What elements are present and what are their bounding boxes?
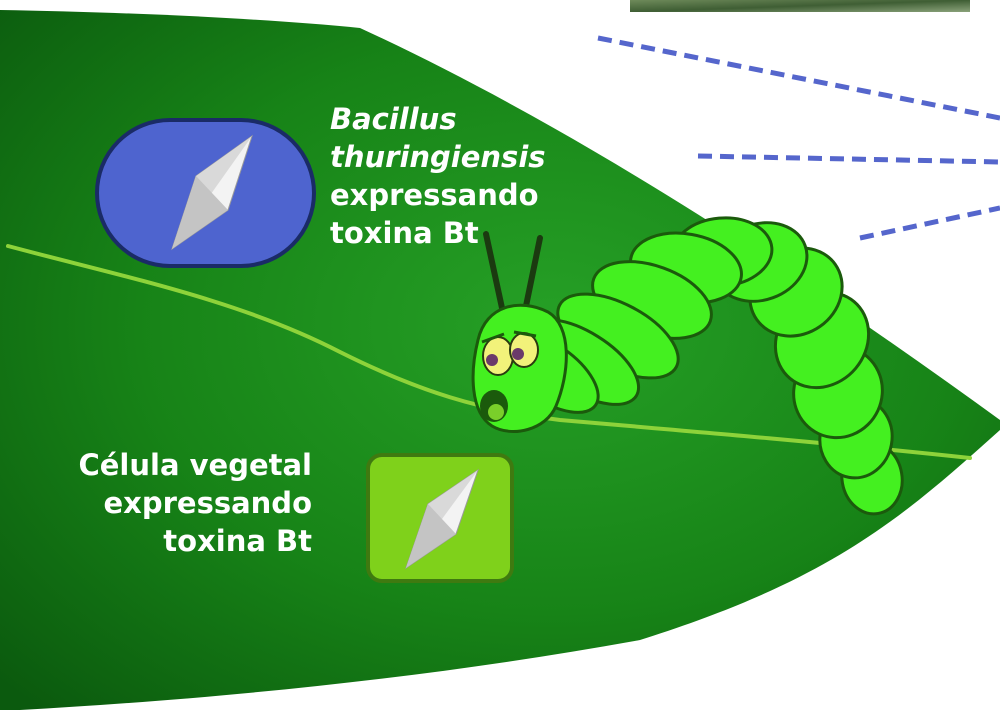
caterpillar-head bbox=[473, 305, 566, 431]
bacillus-label-line3: expressando bbox=[330, 176, 546, 214]
plant-cell-label-line2: expressando bbox=[20, 484, 312, 522]
plant-cell-label-line1: Célula vegetal bbox=[20, 446, 312, 484]
bacillus-label-line1: Bacillus bbox=[330, 100, 546, 138]
bacillus-label-line4: toxina Bt bbox=[330, 214, 546, 252]
plant-cell bbox=[368, 455, 512, 581]
bacillus-label-line2: thuringiensis bbox=[330, 138, 546, 176]
leaf-photo-thumbnail bbox=[630, 0, 970, 12]
plant-cell-label: Célula vegetal expressando toxina Bt bbox=[20, 446, 312, 560]
plant-cell-label-line3: toxina Bt bbox=[20, 522, 312, 560]
bacillus-cell bbox=[97, 120, 314, 266]
bacillus-label: Bacillus thuringiensis expressando toxin… bbox=[330, 100, 546, 252]
